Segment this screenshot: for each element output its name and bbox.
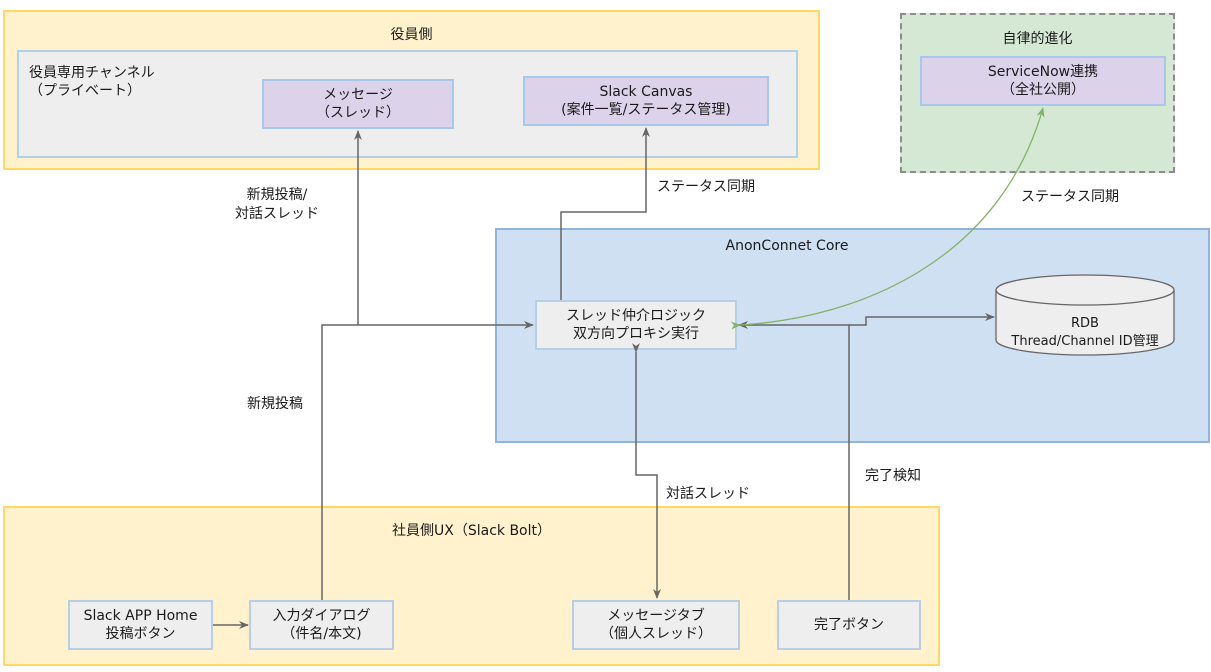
edge-dialog-to-logic [321, 321, 534, 600]
node-message-thread[interactable]: メッセージ （スレッド） [262, 79, 454, 129]
node-app-home[interactable]: Slack APP Home 投稿ボタン [68, 600, 213, 650]
node-thread-logic[interactable]: スレッド仲介ロジック 双方向プロキシ実行 [535, 300, 737, 350]
group-employee-title: 社員側UX（Slack Bolt） [392, 523, 551, 539]
edge-done-to-logic [738, 321, 850, 600]
group-executive-title: 役員側 [390, 27, 433, 43]
node-input-dialog[interactable]: 入力ダイアログ （件名/本文) [249, 600, 394, 650]
label-status-sync-servicenow: ステータス同期 [1021, 189, 1119, 205]
label-dialog-thread: 対話スレッド [666, 486, 750, 502]
edge-logic-to-messagetab [632, 343, 661, 599]
label-status-sync-canvas: ステータス同期 [657, 179, 755, 195]
edge-servicenow-logic [730, 107, 1045, 330]
node-slack-canvas[interactable]: Slack Canvas (案件一覧/ステータス管理) [523, 76, 769, 126]
node-servicenow[interactable]: ServiceNow連携 （全社公開） [920, 56, 1166, 106]
node-rdb[interactable]: RDB Thread/Channel ID管理 [1011, 316, 1159, 349]
label-done-detect: 完了検知 [865, 468, 921, 484]
node-done-button[interactable]: 完了ボタン [777, 600, 921, 650]
group-executive-channel-title: 役員専用チャンネル （プライベート） [29, 65, 155, 99]
edge-logic-to-rdb [849, 313, 995, 326]
edge-logic-to-canvas [560, 127, 650, 300]
group-evolution-title: 自律的進化 [1002, 31, 1073, 47]
label-new-post: 新規投稿 [247, 396, 303, 412]
label-new-post-dialog: 新規投稿/ 対話スレッド [235, 187, 319, 222]
node-message-tab[interactable]: メッセージタブ （個人スレッド） [572, 600, 740, 650]
